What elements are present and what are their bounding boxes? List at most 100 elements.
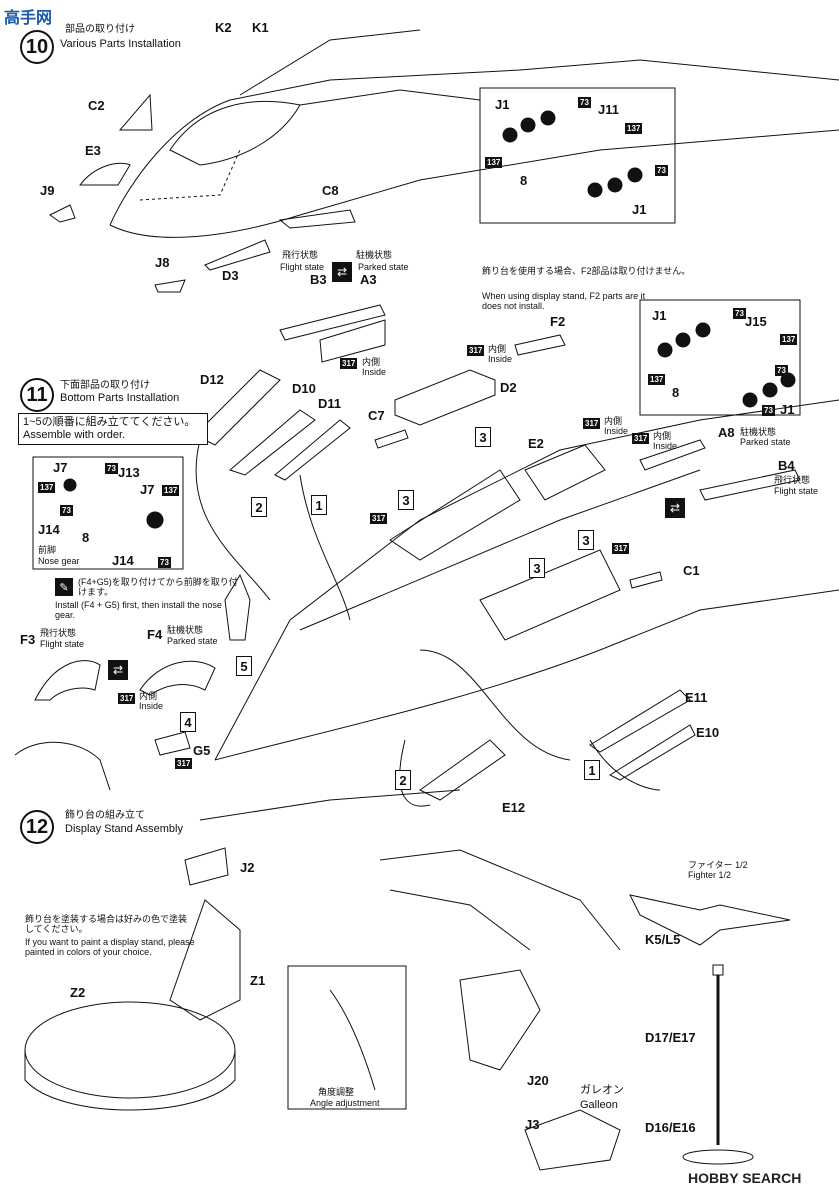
order-number-2a: 2 <box>251 497 267 517</box>
part-j7-a: J7 <box>53 460 68 475</box>
badge-317-e: 317 <box>370 513 388 524</box>
badge-73-d: 73 <box>775 365 788 376</box>
assembly-order-note: 1~5の順番に組み立ててください。 Assemble with order. <box>18 413 208 445</box>
parked-state-en-1: Parked state <box>358 262 409 272</box>
part-j20: J20 <box>527 1073 549 1088</box>
inside-en-4: Inside <box>653 441 678 451</box>
part-d12: D12 <box>200 372 224 387</box>
badge-73-a: 73 <box>578 97 591 108</box>
part-j14-a: J14 <box>38 522 60 537</box>
badge-317-g: 317 <box>118 693 136 704</box>
badge-137-e: 137 <box>38 482 56 493</box>
install-note-jp: (F4+G5)を取り付けてから前脚を取り付けます。 <box>78 577 238 597</box>
flight-state-jp-3: 飛行状態 <box>40 628 77 638</box>
part-j1-a: J1 <box>495 97 510 112</box>
part-d2: D2 <box>500 380 517 395</box>
step-12-number: 12 <box>20 810 54 844</box>
part-d16-e16: D16/E16 <box>645 1120 696 1135</box>
part-8-b: 8 <box>672 385 680 400</box>
badge-73-c: 73 <box>733 308 746 319</box>
step-12-title-en: Display Stand Assembly <box>65 823 183 835</box>
badge-73-f: 73 <box>105 463 118 474</box>
order-number-1b: 1 <box>584 760 600 780</box>
inside-jp-3: 内側 <box>604 416 623 426</box>
assembly-order-en: Assemble with order. <box>23 429 126 441</box>
badge-317-h: 317 <box>175 758 193 769</box>
parked-state-en-3: Parked state <box>167 636 218 646</box>
order-number-4: 4 <box>180 712 196 732</box>
part-k5-l5: K5/L5 <box>645 932 681 947</box>
stand-note-en: When using display stand, F2 parts are i… <box>482 291 646 311</box>
paint-note-jp: 飾り台を塗装する場合は好みの色で塗装してください。 <box>25 914 188 934</box>
flight-state-jp-1: 飛行状態 <box>282 250 319 260</box>
angle-adjust-en: Angle adjustment <box>310 1098 380 1108</box>
part-e2: E2 <box>528 436 544 451</box>
part-e3: E3 <box>85 143 101 158</box>
part-c1: C1 <box>683 563 700 578</box>
part-c8: C8 <box>322 183 339 198</box>
part-e11: E11 <box>685 690 708 705</box>
badge-137-a: 137 <box>625 123 643 134</box>
assembly-order-jp: 1~5の順番に組み立ててください。 <box>23 416 196 428</box>
part-j11: J11 <box>598 102 619 117</box>
part-a8: A8 <box>718 425 735 440</box>
flight-parked-switch-icon-2: ⇄ <box>665 498 685 518</box>
part-d3: D3 <box>222 268 239 283</box>
step-10-title-en: Various Parts Installation <box>60 38 181 50</box>
order-number-2b: 2 <box>395 770 411 790</box>
inside-jp-2: 内側 <box>488 344 507 354</box>
part-c7: C7 <box>368 408 385 423</box>
part-j9: J9 <box>40 183 55 198</box>
badge-317-f: 317 <box>612 543 630 554</box>
part-j13: J13 <box>118 465 140 480</box>
nose-gear-en: Nose gear <box>38 556 80 566</box>
inside-jp-4: 内側 <box>653 431 672 441</box>
parked-state-en-2: Parked state <box>740 437 791 447</box>
paint-brush-icon: ✎ <box>55 578 73 596</box>
step-10-title-jp: 部品の取り付け <box>65 24 135 35</box>
badge-137-c: 137 <box>780 334 798 345</box>
galleon-jp: ガレオン <box>580 1084 624 1096</box>
order-number-3d: 3 <box>578 530 594 550</box>
nose-gear-jp: 前脚 <box>38 545 57 555</box>
inside-jp-5: 内側 <box>139 691 158 701</box>
part-j8: J8 <box>155 255 170 270</box>
part-j2: J2 <box>240 860 255 875</box>
part-e12: E12 <box>502 800 526 815</box>
inside-en-2: Inside <box>488 354 513 364</box>
part-z1: Z1 <box>250 973 266 988</box>
part-d11: D11 <box>318 396 342 411</box>
flight-parked-switch-icon: ⇄ <box>332 262 352 282</box>
fighter-scale-jp: ファイター 1/2 <box>688 860 748 870</box>
badge-73-g: 73 <box>60 505 73 516</box>
parked-state-jp-3: 駐機状態 <box>167 625 204 635</box>
badge-137-b: 137 <box>485 157 503 168</box>
part-b3: B3 <box>310 272 327 287</box>
order-number-3b: 3 <box>398 490 414 510</box>
parked-state-jp-1: 駐機状態 <box>356 250 393 260</box>
step-11-number: 11 <box>20 378 54 412</box>
galleon-en: Galleon <box>580 1099 618 1111</box>
flight-state-jp-2: 飛行状態 <box>774 475 811 485</box>
badge-317-a: 317 <box>340 358 358 369</box>
order-number-3c: 3 <box>529 558 545 578</box>
stand-note-jp: 飾り台を使用する場合、F2部品は取り付けません。 <box>482 266 691 276</box>
part-b4: B4 <box>778 458 795 473</box>
part-z2: Z2 <box>70 985 86 1000</box>
part-8-a: 8 <box>520 173 528 188</box>
part-j14-b: J14 <box>112 553 134 568</box>
inside-en-3: Inside <box>604 426 629 436</box>
part-f4: F4 <box>147 627 163 642</box>
flight-state-en-3: Flight state <box>40 639 85 649</box>
step-11-title-jp: 下面部品の取り付け <box>60 380 150 391</box>
part-j1-c: J1 <box>652 308 667 323</box>
parked-state-jp-2: 駐機状態 <box>740 427 777 437</box>
step-10-number: 10 <box>20 30 54 64</box>
order-number-3a: 3 <box>475 427 491 447</box>
part-j3: J3 <box>525 1117 540 1132</box>
part-j1-d: J1 <box>780 402 795 417</box>
step-12-title-jp: 飾り台の組み立て <box>65 810 145 821</box>
part-k2: K2 <box>215 20 232 35</box>
fighter-scale-en: Fighter 1/2 <box>688 870 732 880</box>
